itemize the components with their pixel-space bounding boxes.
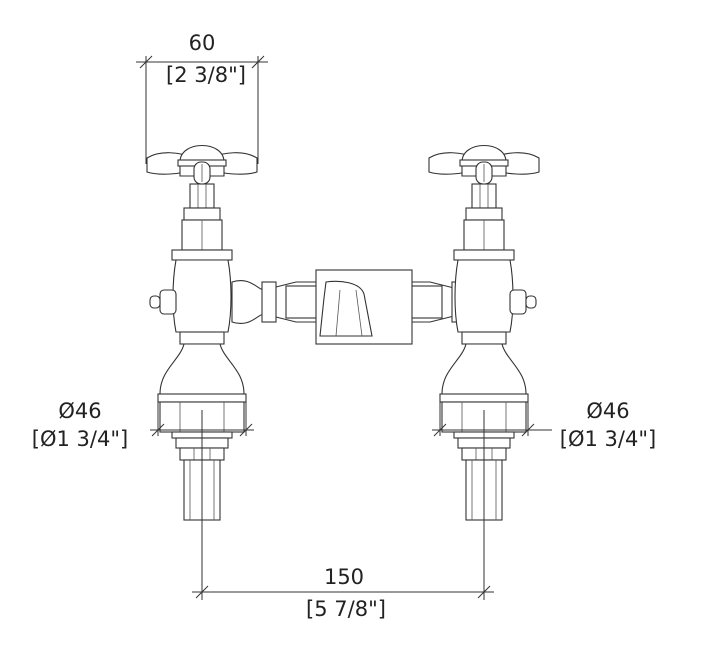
right-tap [428,144,540,521]
dimension-center-distance: 150 [5 7/8"] [192,565,494,621]
left-tap [146,144,258,521]
bridge-assembly [231,269,495,345]
top-width-inch-label: [2 3/8"] [166,63,246,87]
dimension-top-width: 60 [2 3/8"] [136,31,268,164]
right-diameter-inch-label: [Ø1 3/4"] [560,427,656,451]
center-lines [201,410,485,600]
top-width-mm-label: 60 [189,31,216,55]
center-distance-mm-label: 150 [324,565,364,589]
center-distance-inch-label: [5 7/8"] [306,597,386,621]
right-diameter-mm-label: Ø46 [586,399,629,423]
dimension-right-diameter: Ø46 [Ø1 3/4"] [432,399,656,451]
dimension-left-diameter: Ø46 [Ø1 3/4"] [32,399,254,451]
left-diameter-inch-label: [Ø1 3/4"] [32,427,128,451]
left-diameter-mm-label: Ø46 [58,399,101,423]
